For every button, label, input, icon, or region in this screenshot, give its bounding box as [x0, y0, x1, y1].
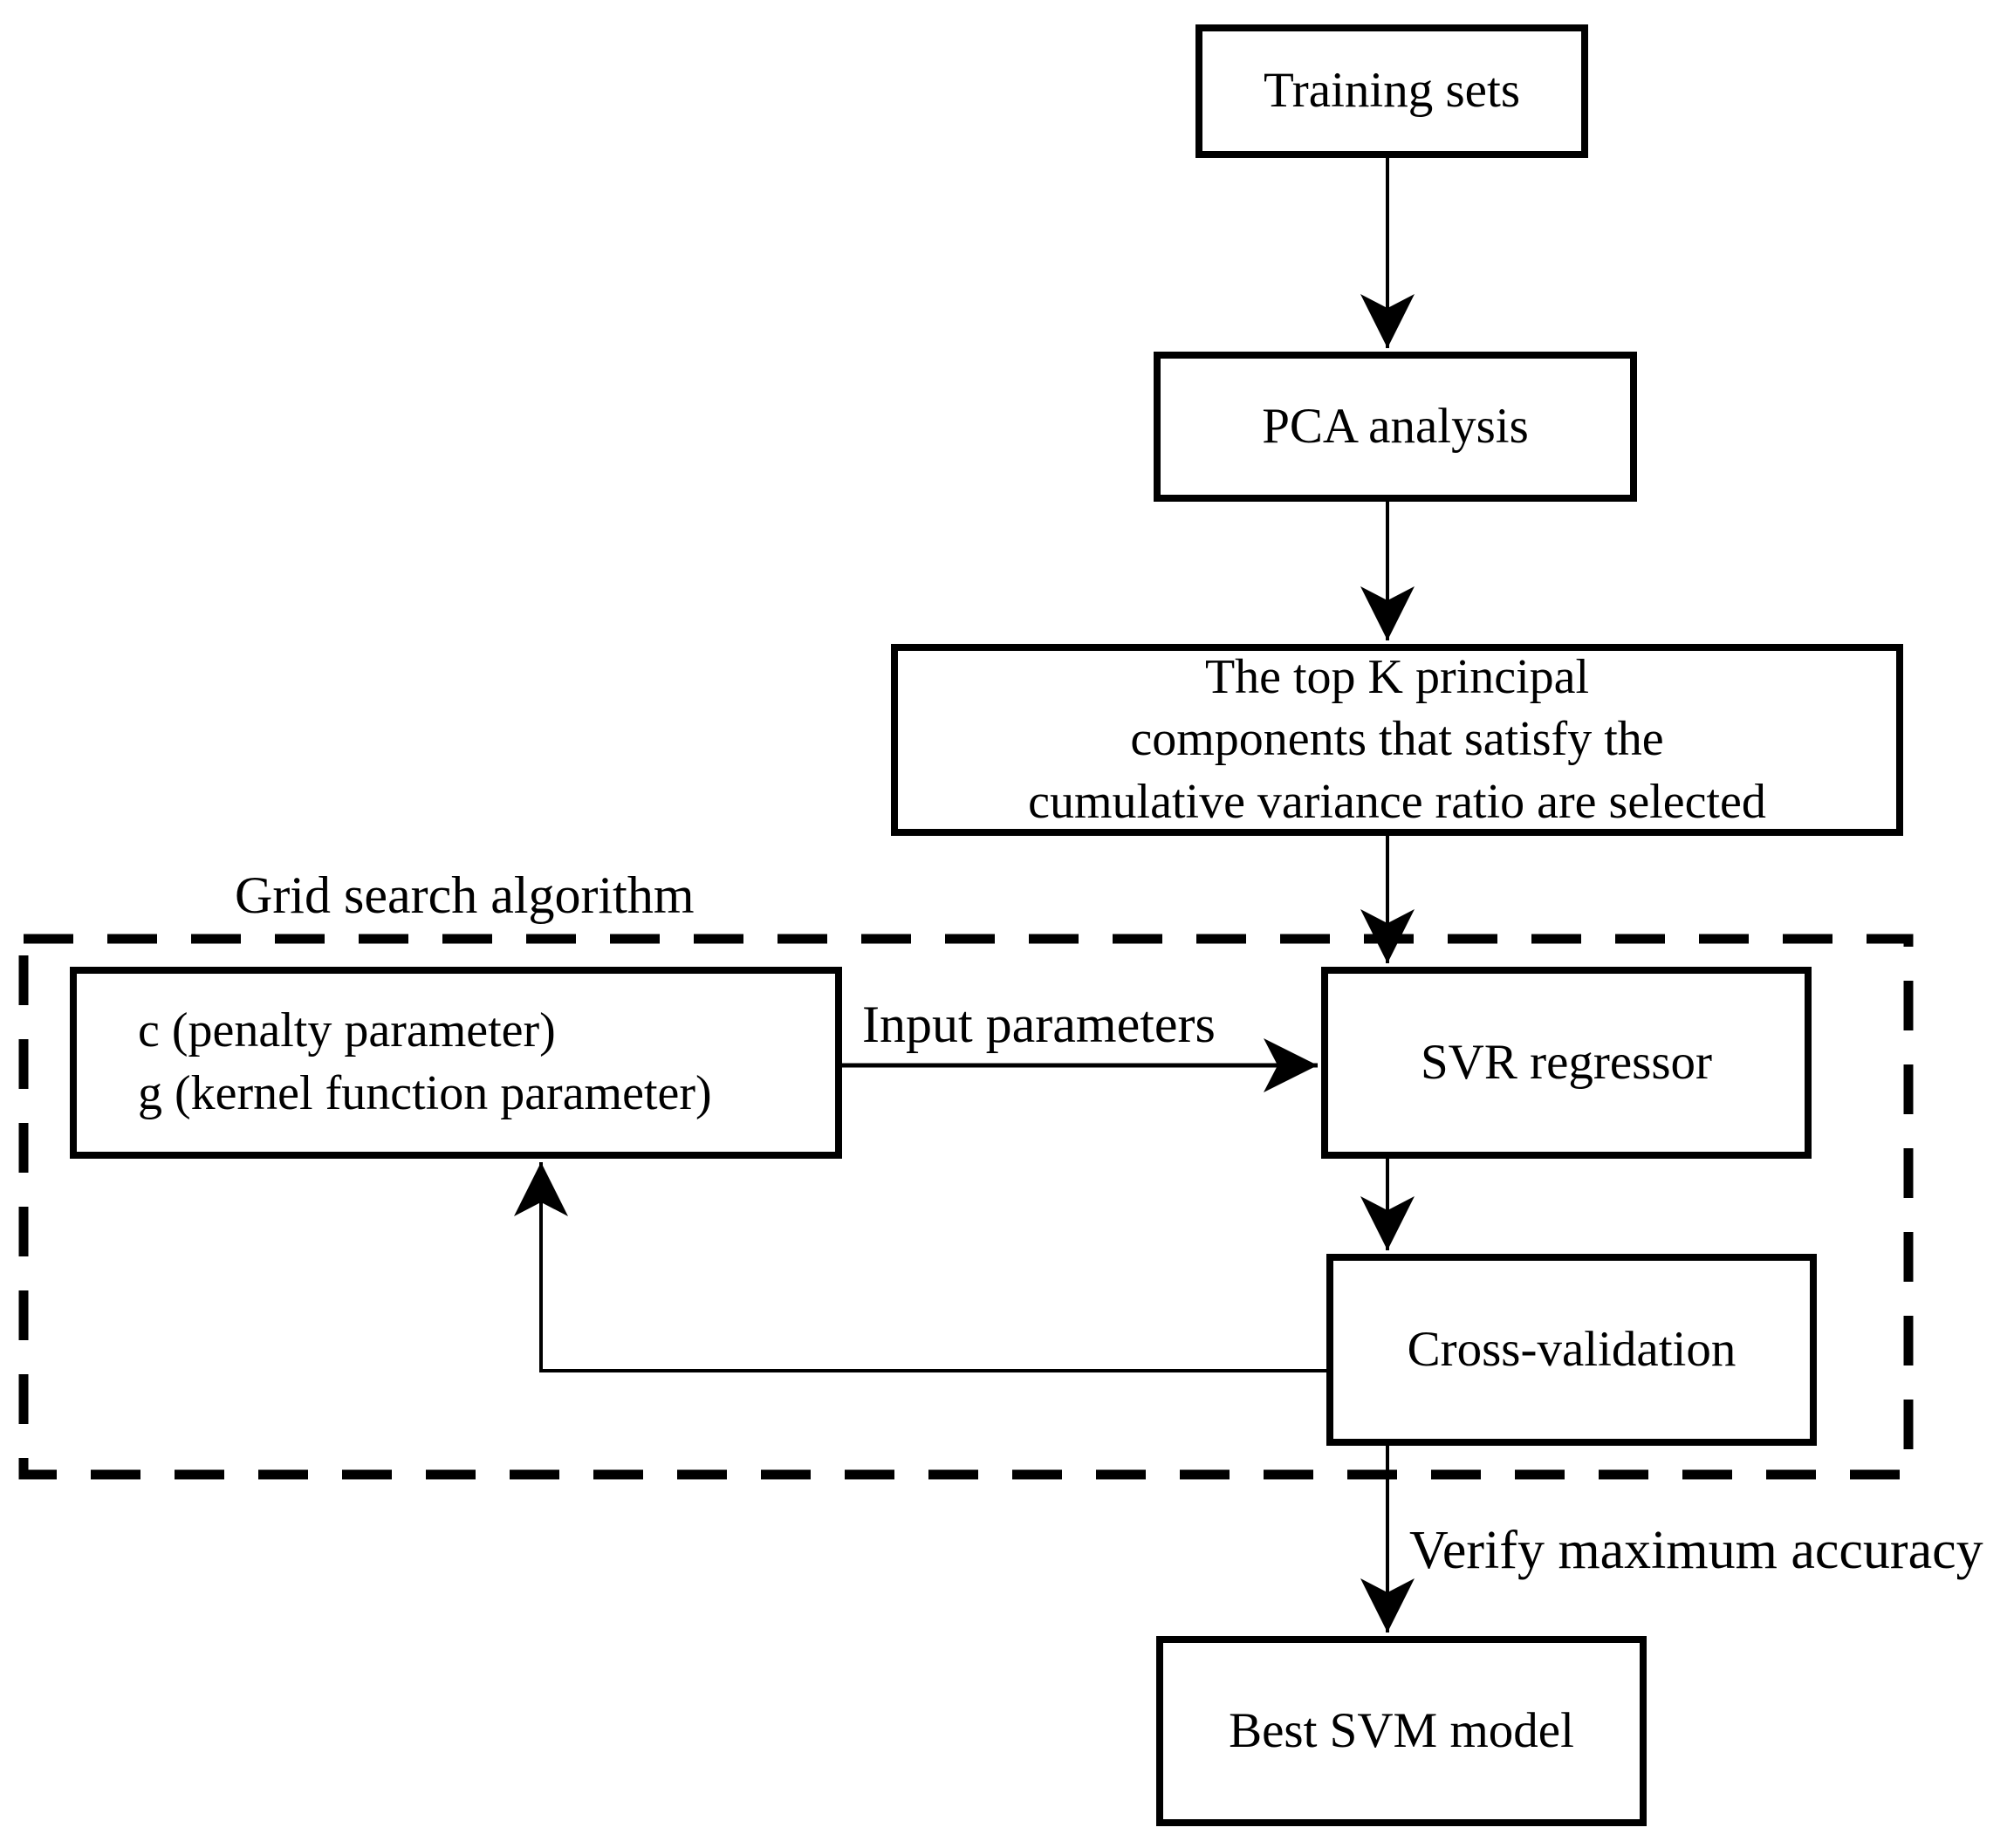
- grid-search-dashed-box: [18, 934, 1914, 1480]
- input-parameters-label: Input parameters: [862, 996, 1216, 1053]
- node-training-sets-label: Training sets: [1263, 63, 1521, 119]
- node-top-k-selection: The top K principal components that sati…: [891, 644, 1903, 836]
- node-cross-validation-label: Cross-validation: [1407, 1321, 1737, 1377]
- node-pca-analysis: PCA analysis: [1154, 352, 1637, 502]
- node-top-k-selection-label: The top K principal components that sati…: [1028, 650, 1766, 829]
- grid-search-algorithm-label: Grid search algorithm: [235, 866, 695, 924]
- node-pca-analysis-label: PCA analysis: [1262, 398, 1529, 454]
- node-cross-validation: Cross-validation: [1326, 1254, 1817, 1446]
- node-parameters-label: c (penalty parameter) g (kernel function…: [138, 1003, 712, 1120]
- node-svr-regressor-label: SVR regressor: [1420, 1034, 1713, 1090]
- verify-maximum-accuracy-label: Verify maximum accuracy: [1409, 1521, 1983, 1580]
- arrow-crossval-feedback-to-params: [514, 1162, 1326, 1372]
- node-training-sets: Training sets: [1195, 24, 1588, 158]
- node-best-svm-model: Best SVM model: [1156, 1636, 1647, 1826]
- node-svr-regressor: SVR regressor: [1321, 967, 1812, 1159]
- node-best-svm-model-label: Best SVM model: [1229, 1702, 1574, 1758]
- node-parameters: c (penalty parameter) g (kernel function…: [70, 967, 842, 1159]
